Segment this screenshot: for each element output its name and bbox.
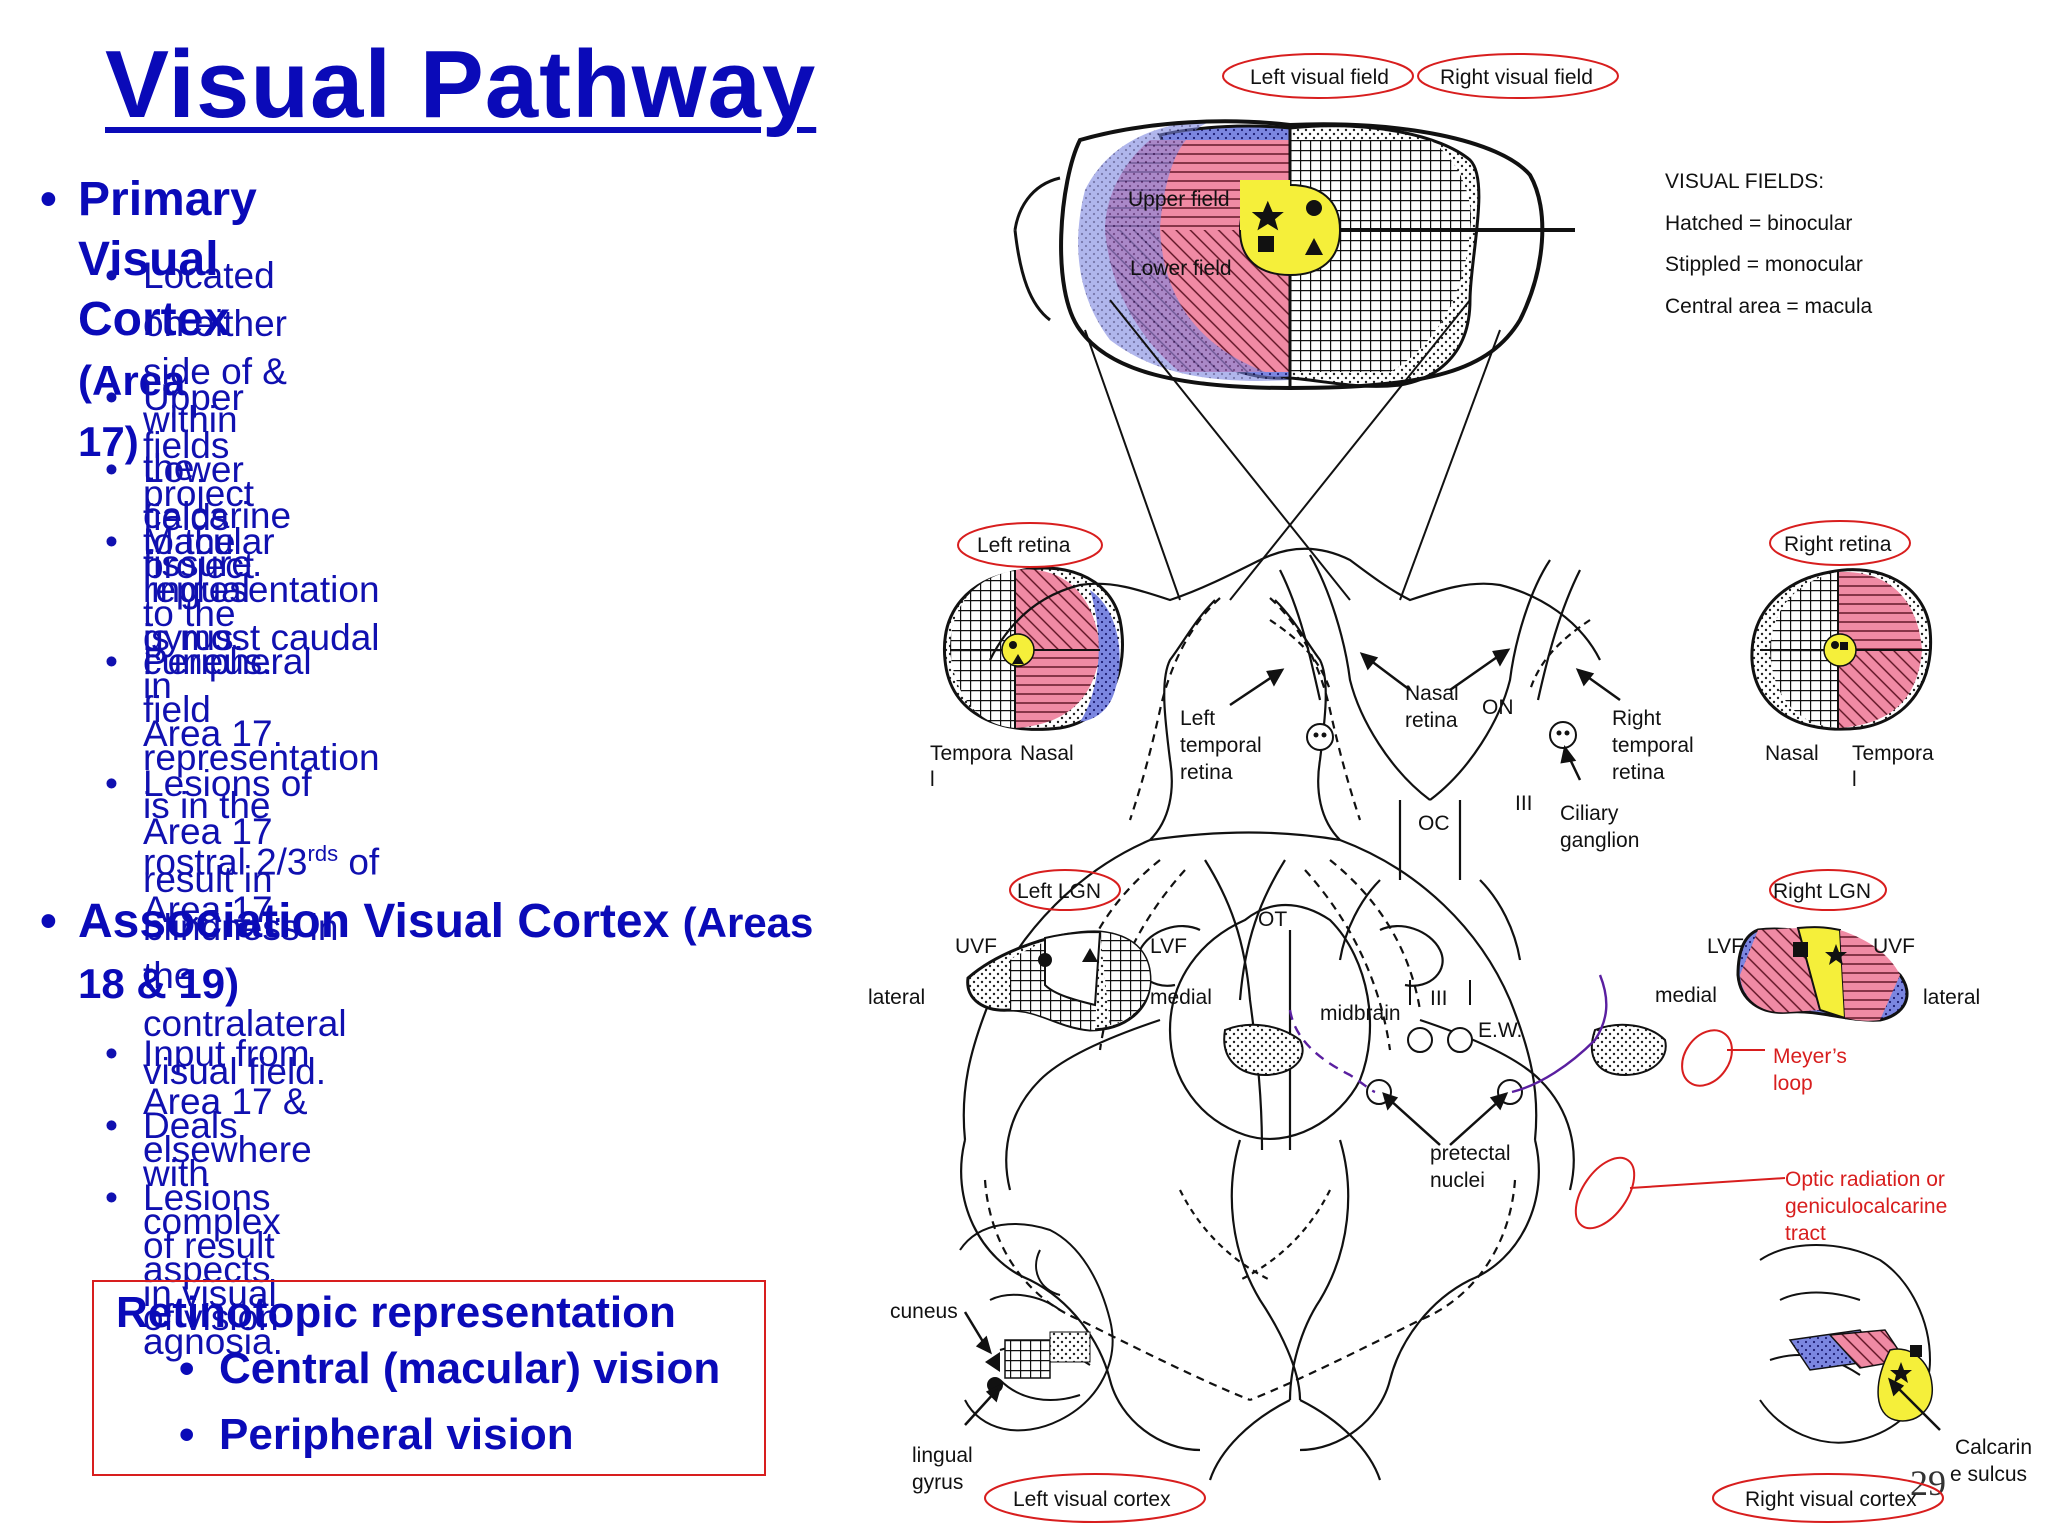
oval-optic-radiation	[1574, 1156, 1636, 1230]
label-central: Central area = macula	[1665, 295, 1873, 318]
label-calcarine-1: Calcarin	[1955, 1436, 2032, 1459]
oval-left-visual-cortex	[984, 1473, 1206, 1523]
label-ew: E.W.	[1478, 1019, 1522, 1042]
right-cortex-fill	[1788, 1329, 1933, 1422]
diagram-labels: Left visual field Right visual field Upp…	[868, 66, 2032, 1511]
label-lateral-right: lateral	[1923, 986, 1980, 1009]
label-medial-left: medial	[1150, 986, 1212, 1009]
meyers-loop-left	[1288, 1009, 1376, 1094]
label-iii-upper: III	[1515, 792, 1533, 815]
oval-left-retina	[957, 522, 1103, 568]
label-optic-rad-3: tract	[1785, 1222, 1826, 1245]
right-retina-diagram	[1750, 568, 1933, 731]
oval-right-visual-cortex	[1712, 1473, 1944, 1523]
left-cortex-fill	[985, 1331, 1091, 1393]
left-lgn-diagram	[966, 930, 1152, 1032]
label-pretectal-2: nuclei	[1430, 1169, 1485, 1192]
label-left-temporal-3: retina	[1180, 761, 1233, 784]
label-lingual-1: lingual	[912, 1444, 973, 1467]
optic-fibers	[1084, 299, 1501, 601]
optic-nerves	[1269, 554, 1591, 961]
label-iii-mid: III	[1430, 987, 1448, 1010]
midbrain-nuclei	[1366, 980, 1523, 1105]
label-left-visual-field: Left visual field	[1250, 66, 1389, 89]
label-visual-fields-heading: VISUAL FIELDS:	[1665, 170, 1824, 193]
oval-right-retina	[1769, 520, 1911, 566]
label-stippled: Stippled = monocular	[1665, 253, 1863, 276]
oval-left-visual-field	[1222, 53, 1414, 99]
oval-right-lgn	[1769, 869, 1887, 911]
label-nasal-retina-1: Nasal	[1405, 682, 1459, 705]
label-left-temporal-2: temporal	[1180, 734, 1262, 757]
retinotopic-box: Retinotopic representation •Central (mac…	[92, 1280, 766, 1476]
left-visual-cortex-diagram	[959, 1223, 1114, 1432]
label-midbrain: midbrain	[1320, 1002, 1401, 1025]
label-nasal-retina-2: retina	[1405, 709, 1458, 732]
label-ciliary-1: Ciliary	[1560, 802, 1619, 825]
label-cuneus: cuneus	[890, 1300, 958, 1323]
brain-outline	[960, 547, 1601, 1481]
label-optic-rad-1: Optic radiation or	[1785, 1168, 1945, 1191]
label-lateral-left: lateral	[868, 986, 925, 1009]
retinotopic-title: Retinotopic representation	[116, 1288, 676, 1337]
ciliary-ganglion-left	[1306, 723, 1334, 751]
label-nasal-right: Nasal	[1765, 742, 1819, 765]
label-left-visual-cortex: Left visual cortex	[1013, 1488, 1171, 1511]
right-lgn-diagram	[1736, 926, 1909, 1022]
slide-title: Visual Pathway	[105, 31, 817, 138]
label-meyers-2: loop	[1773, 1072, 1813, 1095]
label-tempora-right: Tempora	[1852, 742, 1934, 765]
label-right-temporal-3: retina	[1612, 761, 1665, 784]
label-upper-field: Upper field	[1128, 188, 1230, 211]
oval-meyers-loop	[1681, 1029, 1733, 1087]
label-ciliary-2: ganglion	[1560, 829, 1639, 852]
label-lvf-left: LVF	[1150, 935, 1187, 958]
label-lingual-2: gyrus	[912, 1471, 963, 1494]
red-annotations	[957, 53, 1944, 1523]
label-pretectal-1: pretectal	[1430, 1142, 1511, 1165]
oval-left-lgn	[1009, 869, 1121, 911]
label-nasal-left: Nasal	[1020, 742, 1074, 765]
label-right-temporal-2: temporal	[1612, 734, 1694, 757]
label-right-visual-field: Right visual field	[1440, 66, 1593, 89]
label-left-lgn: Left LGN	[1017, 880, 1101, 903]
label-uvf-right: UVF	[1873, 935, 1915, 958]
oval-right-visual-field	[1417, 53, 1619, 99]
label-uvf-left: UVF	[955, 935, 997, 958]
label-medial-right: medial	[1655, 984, 1717, 1007]
label-right-retina: Right retina	[1784, 533, 1892, 556]
lgn-midbrain-right	[1590, 1023, 1667, 1077]
label-tempora-left: Tempora	[930, 742, 1012, 765]
annotation-arrows	[963, 648, 1941, 1431]
label-hatched: Hatched = binocular	[1665, 212, 1852, 235]
label-oc: OC	[1418, 812, 1450, 835]
label-on: ON	[1482, 696, 1514, 719]
label-l-left: l	[930, 768, 935, 791]
label-lvf-right: LVF	[1707, 935, 1744, 958]
lgn-midbrain-left	[1223, 1023, 1304, 1077]
label-left-retina: Left retina	[977, 534, 1071, 557]
label-meyers-1: Meyer’s	[1773, 1045, 1847, 1068]
visual-field-diagram	[1013, 119, 1575, 391]
label-l-right: l	[1852, 768, 1857, 791]
label-left-temporal-1: Left	[1180, 707, 1215, 730]
meyers-loop-right	[1511, 974, 1608, 1094]
label-optic-rad-2: geniculocalcarine	[1785, 1195, 1947, 1218]
ciliary-ganglion-right	[1549, 721, 1577, 749]
left-retina-diagram	[942, 566, 1124, 731]
label-calcarine-2: e sulcus	[1950, 1463, 2027, 1486]
label-lower-field: Lower field	[1130, 257, 1232, 280]
label-ot: OT	[1258, 908, 1287, 931]
label-right-visual-cortex: Right visual cortex	[1745, 1488, 1917, 1511]
label-right-temporal-1: Right	[1612, 707, 1661, 730]
label-right-lgn: Right LGN	[1773, 880, 1871, 903]
